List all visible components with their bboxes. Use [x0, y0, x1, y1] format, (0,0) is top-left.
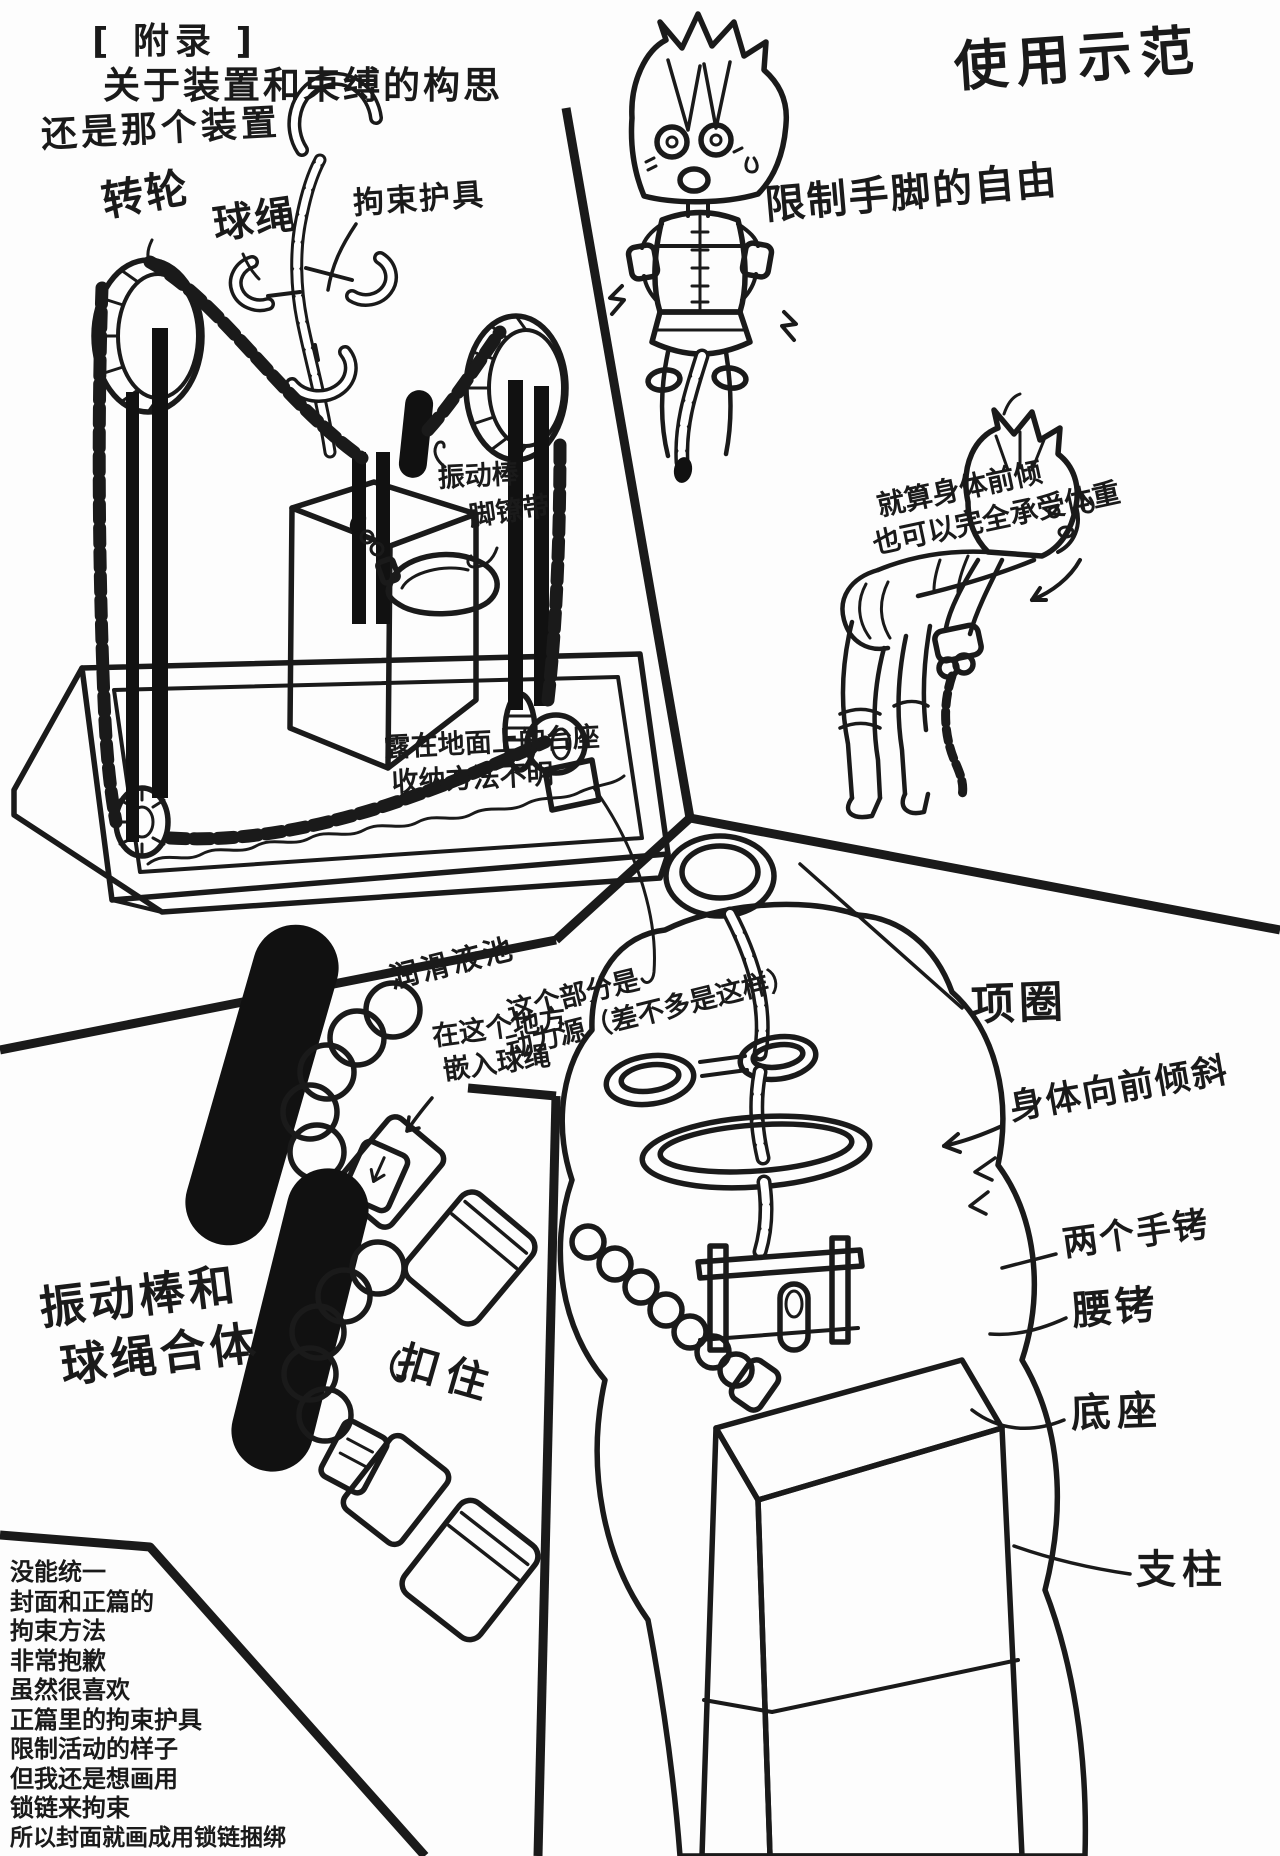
harness-drawing: [557, 833, 1132, 1856]
body-silhouette: [557, 901, 1089, 1856]
afterword-line: 非常抱歉: [10, 1646, 106, 1675]
label-pedestal: 露在地面上的台座 收纳方法不明: [383, 720, 602, 801]
afterword-line: 封面和正篇的: [10, 1587, 154, 1616]
afterword-line: 正篇里的拘束护具: [10, 1705, 202, 1734]
afterword-line: 没能统一: [10, 1558, 106, 1586]
appendix-title-bracket: [ 附录 ]: [92, 21, 258, 62]
afterword-line: 限制活动的样子: [10, 1735, 178, 1763]
afterword-line: 虽然很喜欢: [10, 1676, 130, 1704]
label-waist-cuff: 腰铐: [1070, 1281, 1160, 1335]
device-drawing: [11, 71, 671, 984]
label-pillar: 支柱: [1136, 1547, 1228, 1593]
afterword-line: 拘束方法: [10, 1617, 106, 1645]
closeup-drawing-bottom: [231, 1168, 541, 1643]
afterword-line: 但我还是想画用: [10, 1764, 178, 1793]
afterword-line: 锁链来拘束: [10, 1794, 130, 1822]
label-collar: 项圈: [970, 976, 1068, 1031]
appendix-title: 关于装置和束缚的构思: [103, 64, 503, 107]
afterword-text: 没能统一 封面和正篇的 拘束方法 非常抱歉 虽然很喜欢 正篇里的拘束护具 限制活…: [10, 1558, 286, 1853]
label-base: 底座: [1070, 1387, 1164, 1437]
afterword-line: 所以封面就画成用锁链捆绑: [10, 1824, 286, 1851]
label-vibrator: 振动棒: [437, 458, 520, 494]
demo-figure-bent: [838, 392, 1095, 820]
demo-figure-upright: [608, 11, 798, 483]
